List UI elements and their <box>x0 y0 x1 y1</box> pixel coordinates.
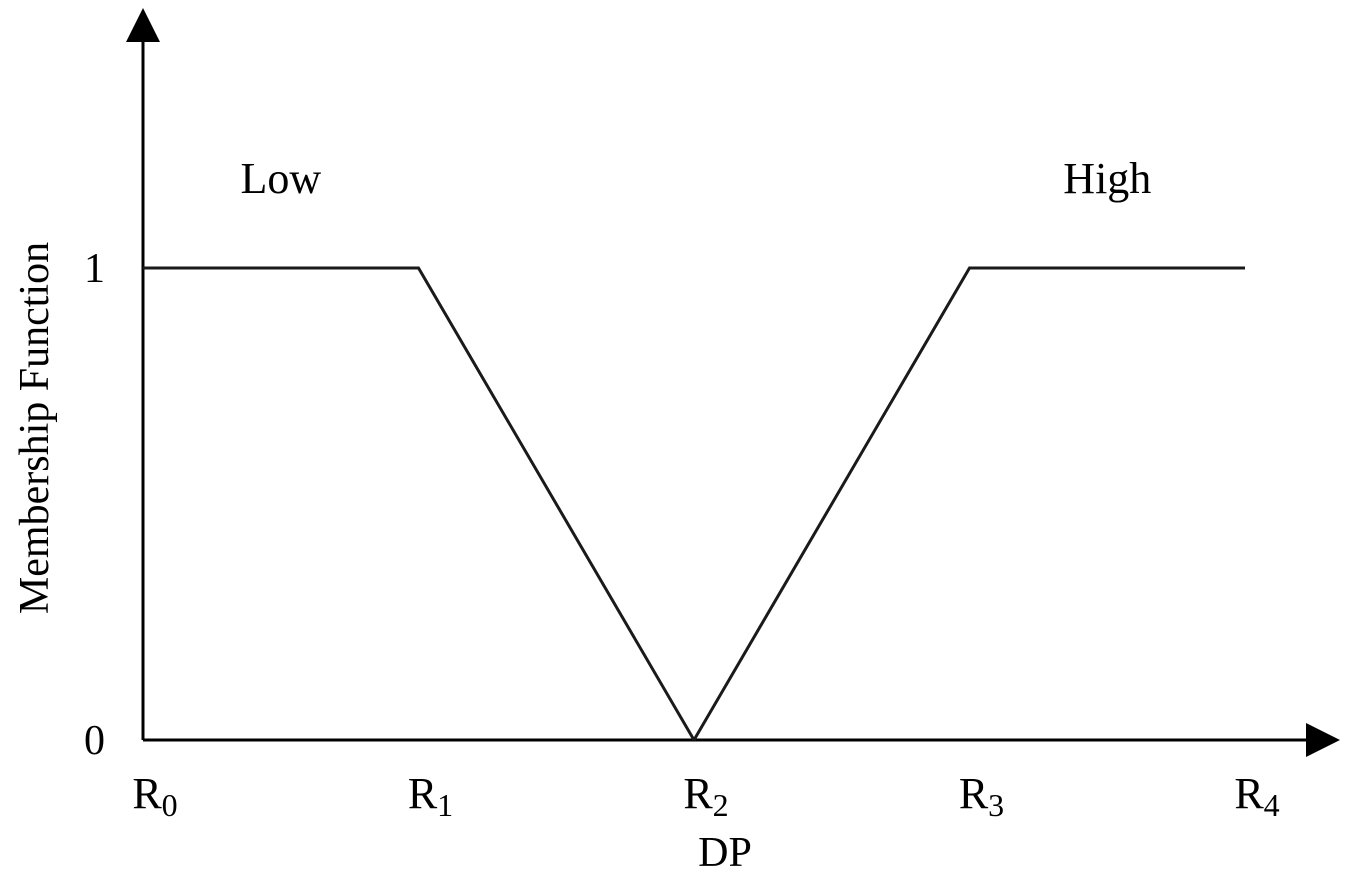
x-tick-label: R1 <box>408 769 453 823</box>
series-label-high: High <box>1063 154 1151 203</box>
y-axis-arrowhead <box>126 8 160 42</box>
x-tick-labels: R0 R1 R2 R3 R4 <box>132 769 1279 823</box>
series-label-low: Low <box>240 154 321 203</box>
x-tick-label: R3 <box>959 769 1004 823</box>
y-tick-label: 0 <box>84 718 105 764</box>
y-axis-label: Membership Function <box>12 242 58 614</box>
axes <box>126 8 1340 757</box>
series-layer <box>143 266 1245 741</box>
x-tick-label: R2 <box>683 769 728 823</box>
x-axis-arrowhead <box>1306 723 1340 757</box>
x-tick-label: R4 <box>1234 769 1279 823</box>
x-tick-label: R0 <box>132 769 177 823</box>
series-line-high <box>692 266 1245 741</box>
series-line-low <box>143 266 696 741</box>
x-axis-label: DP <box>698 830 752 875</box>
series-labels: Low High <box>240 154 1151 203</box>
y-tick-labels: 01 <box>84 246 105 764</box>
y-tick-label: 1 <box>84 246 105 292</box>
